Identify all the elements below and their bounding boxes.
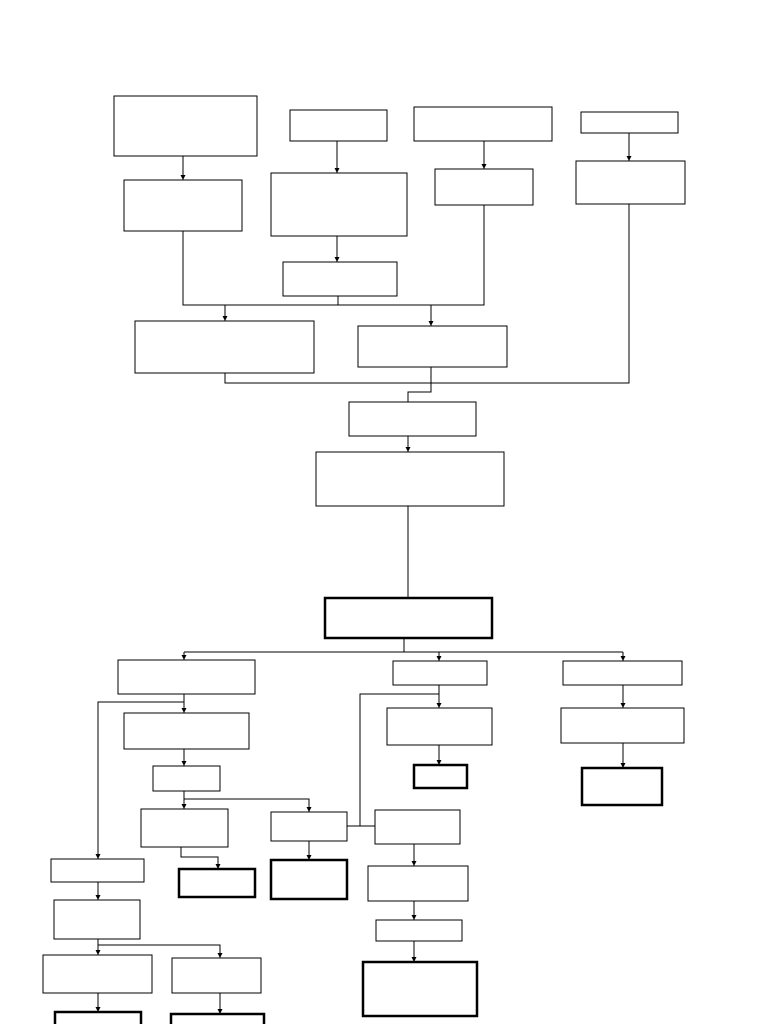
process-box-n24 [560,707,685,744]
process-box [560,707,685,744]
process-box [434,168,534,206]
process-box [123,712,250,750]
process-box [140,808,229,848]
terminal-box-n33 [53,1010,143,1024]
process-box [270,811,348,842]
terminal-box-n26 [412,763,469,790]
process-box-n6 [270,172,408,237]
process-box-n19 [152,765,221,792]
connector-10 [224,204,630,384]
process-box-n13 [315,451,505,507]
terminal-box-n37 [361,960,479,1018]
process-box [367,865,469,902]
process-box-n32 [367,865,469,902]
process-box-n5 [123,179,243,232]
process-box [152,765,221,792]
process-box-n35 [171,957,262,994]
process-box [171,957,262,994]
terminal-box [361,960,479,1018]
process-box [117,659,256,695]
connector-24 [180,847,221,869]
process-box [289,109,388,142]
process-box-n8 [575,160,686,205]
process-box-n34 [375,919,463,942]
process-box-n1 [113,95,258,157]
terminal-box-n22 [269,858,349,901]
process-boxes [42,95,686,1024]
process-box [375,919,463,942]
terminal-box-n36 [169,1012,266,1024]
process-box-n27 [374,809,461,845]
process-box [282,261,398,297]
process-box [134,320,315,374]
connectors [95,133,632,1014]
process-box-n20 [140,808,229,848]
process-box-n11 [357,325,508,368]
process-box-n23 [386,707,493,746]
process-box-n31 [42,954,153,994]
process-box-n16 [392,660,488,686]
process-box-n12 [348,401,477,437]
connector-23 [184,798,312,812]
process-box [113,95,258,157]
process-box-n10 [134,320,315,374]
terminal-box [269,858,349,901]
terminal-box-n14 [323,596,494,640]
terminal-box-n28 [580,766,664,807]
terminal-box [177,867,257,899]
process-box-n4 [580,111,679,134]
process-box-n29 [50,858,145,883]
terminal-box [412,763,469,790]
terminal-box [53,1010,143,1024]
connector-27 [359,693,439,827]
process-box [348,401,477,437]
process-box [392,660,488,686]
process-box [53,899,141,940]
process-box-n7 [434,168,534,206]
process-box-n9 [282,261,398,297]
terminal-box [323,596,494,640]
process-box [357,325,508,368]
process-box [575,160,686,205]
process-box-n18 [123,712,250,750]
process-box [123,179,243,232]
process-box-n15 [117,659,256,695]
process-box [374,809,461,845]
process-box [580,111,679,134]
process-box [413,106,553,142]
process-box-n30 [53,899,141,940]
process-box-n17 [562,660,683,686]
terminal-box [580,766,664,807]
connector-37 [98,944,223,958]
connector-11 [407,367,432,402]
connector-20 [95,701,184,859]
process-box [562,660,683,686]
connector-6 [182,205,485,306]
process-box [270,172,408,237]
process-box [315,451,505,507]
terminal-box-n21 [177,867,257,899]
process-box [386,707,493,746]
process-box [50,858,145,883]
terminal-box [169,1012,266,1024]
process-box-n2 [289,109,388,142]
process-box-n3 [413,106,553,142]
process-box [42,954,153,994]
process-box-n25 [270,811,348,842]
